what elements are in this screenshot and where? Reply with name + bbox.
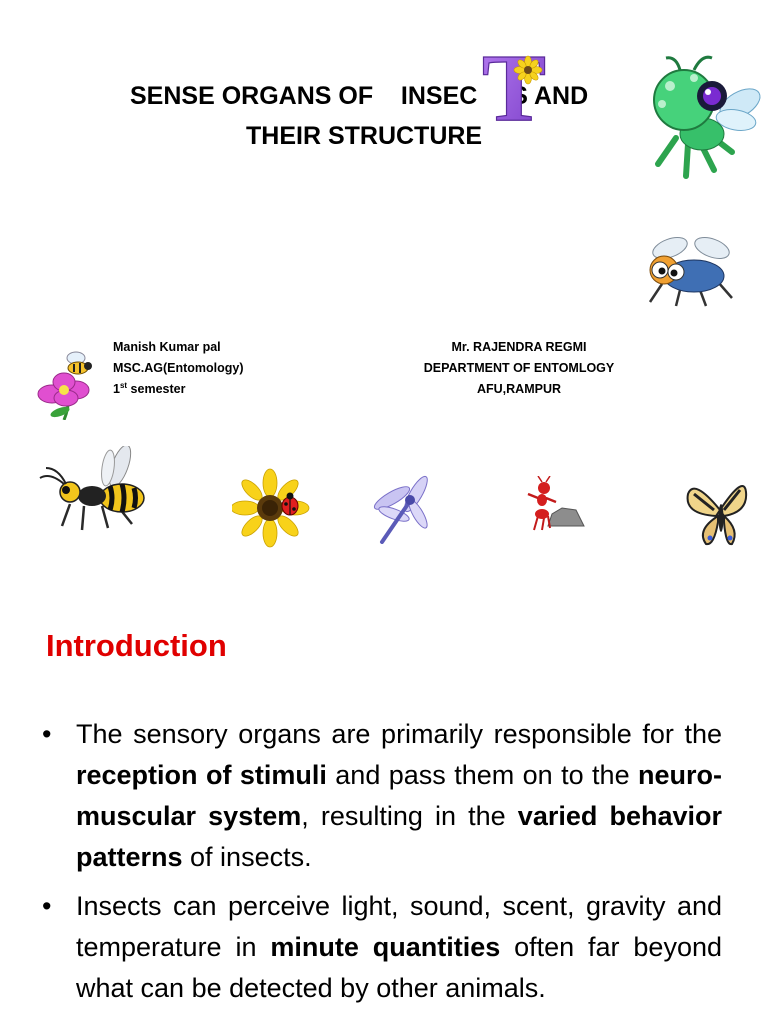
bee-on-flower-illustration [37,351,92,420]
green-bug-illustration [653,55,761,179]
wasp-illustration [39,446,145,531]
bullet-marker: • [42,891,52,921]
bullet-item: • The sensory organs are primarily respo… [40,714,722,878]
bullet-item: • Insects can perceive light, sound, sce… [40,886,722,1009]
t-letter-flower-icon: T [481,44,546,126]
title-part-1: SENSE ORGANS OF [130,82,374,110]
dragonfly-illustration [373,475,428,544]
author-right-block: Mr. RAJENDRA REGMI DEPARTMENT OF ENTOMLO… [421,337,617,400]
advisor-name: Mr. RAJENDRA REGMI [451,340,587,354]
student-semester: 1st semester [113,381,186,397]
big-t-letter: T [482,44,546,126]
ant-with-rock-illustration [527,476,585,531]
fly-illustration [648,237,733,307]
section-heading: Introduction [46,628,227,663]
student-name: Manish Kumar pal [113,340,221,354]
student-course: MSC.AG(Entomology) [113,361,244,375]
bullet-marker: • [42,719,52,749]
advisor-department: DEPARTMENT OF ENTOMLOGY [423,361,615,375]
author-left-block: Manish Kumar pal MSC.AG(Entomology) 1st … [113,337,244,400]
advisor-institution: AFU,RAMPUR [476,382,562,396]
title-part-3: S AND [511,82,589,110]
bullet-list: • The sensory organs are primarily respo… [40,714,722,1017]
title-part-2: INSEC [400,82,478,110]
title-slide: SENSE ORGANS OF INSEC S AND THEIR STRUCTU… [37,44,761,548]
title-line-2: THEIR STRUCTURE [246,122,483,150]
title-line-1: SENSE ORGANS OF INSEC S AND [130,82,588,111]
butterfly-illustration [686,485,748,546]
sunflower-ladybug-illustration [232,468,310,548]
